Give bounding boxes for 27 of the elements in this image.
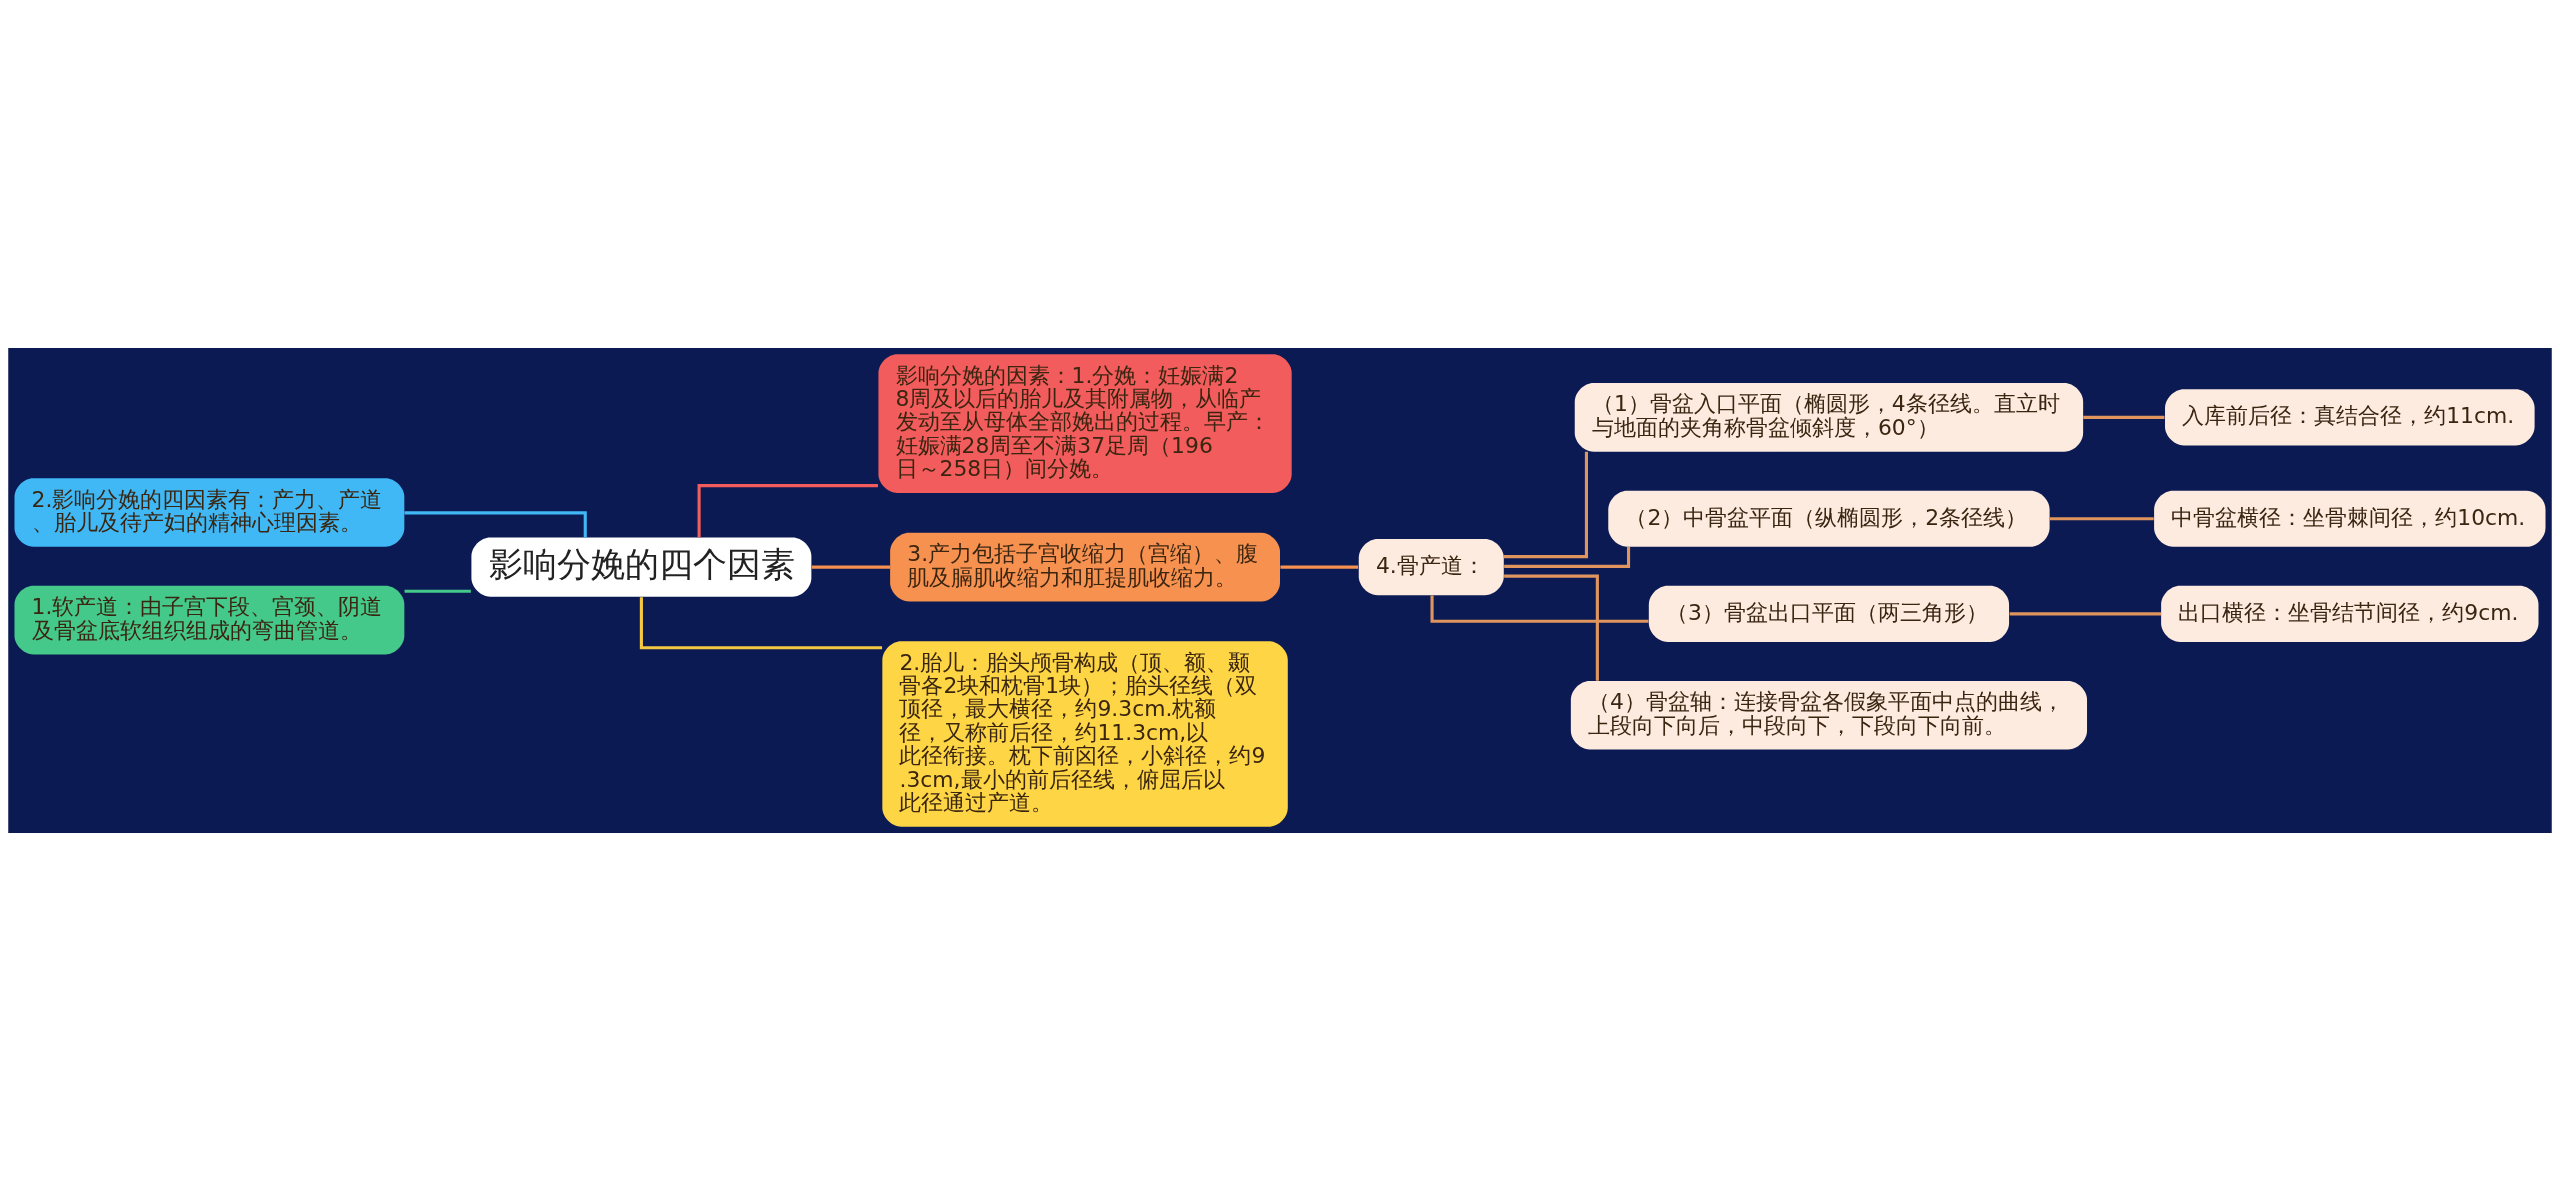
connector <box>1280 565 1359 569</box>
node-box: 2.影响分娩的四因素有：产力、产道、胎儿及待产妇的精神心理因素。 <box>14 477 405 547</box>
connector <box>811 565 891 569</box>
connector <box>1504 546 1631 568</box>
node-box: （1）骨盆入口平面（椭圆形，4条径线。直立时与地面的夹角称骨盆倾斜度，60°） <box>1574 382 2084 452</box>
node-box: 3.产力包括子宫收缩力（宫缩）、腹肌及膈肌收缩力和肛提肌收缩力。 <box>890 532 1280 601</box>
node-box: （2）中骨盆平面（纵椭圆形，2条径线） <box>1608 490 2050 547</box>
node-box: 中骨盆横径：坐骨棘间径，约10cm. <box>2154 490 2546 547</box>
connector <box>2009 611 2161 615</box>
node-box: 4.骨产道： <box>1358 538 1504 595</box>
node-box: 2.胎儿：胎头颅骨构成（顶、额、颞骨各2块和枕骨1块）；胎头径线（双顶径，最大横径，约9.3cm.枕额径，又称前后径，约11.3cm,以此径衔接。枕下前囟径，小斜径，约9.3cm,最小的前后径线，俯屈后以此径通过产道。 <box>882 640 1288 827</box>
node-box: 影响分娩的因素：1.分娩：妊娠满28周及以后的胎儿及其附属物，从临产发动至从母体全部娩出的过程。早产：妊娠满28周至不满37足周（196日～258日）间分娩。 <box>878 353 1292 493</box>
connector <box>639 596 883 649</box>
node-box: （3）骨盆出口平面（两三角形） <box>1648 585 2010 642</box>
node-box: 影响分娩的四个因素 <box>471 537 812 597</box>
connector <box>2083 415 2165 419</box>
connector <box>404 510 587 537</box>
connector <box>1430 594 1649 623</box>
node-box: 1.软产道：由子宫下段、宫颈、阴道及骨盆底软组织组成的弯曲管道。 <box>14 585 405 654</box>
node-box: 入库前后径：真结合径，约11cm. <box>2165 388 2535 445</box>
connector <box>2049 516 2154 520</box>
node-box: 出口横径：坐骨结节间径，约9cm. <box>2161 585 2539 642</box>
connector <box>1504 574 1599 681</box>
connector <box>697 483 878 537</box>
connector <box>404 589 471 593</box>
node-box: （4）骨盆轴：连接骨盆各假象平面中点的曲线，上段向下向后，中段向下，下段向下向前。 <box>1570 680 2088 750</box>
connector <box>1503 451 1588 558</box>
